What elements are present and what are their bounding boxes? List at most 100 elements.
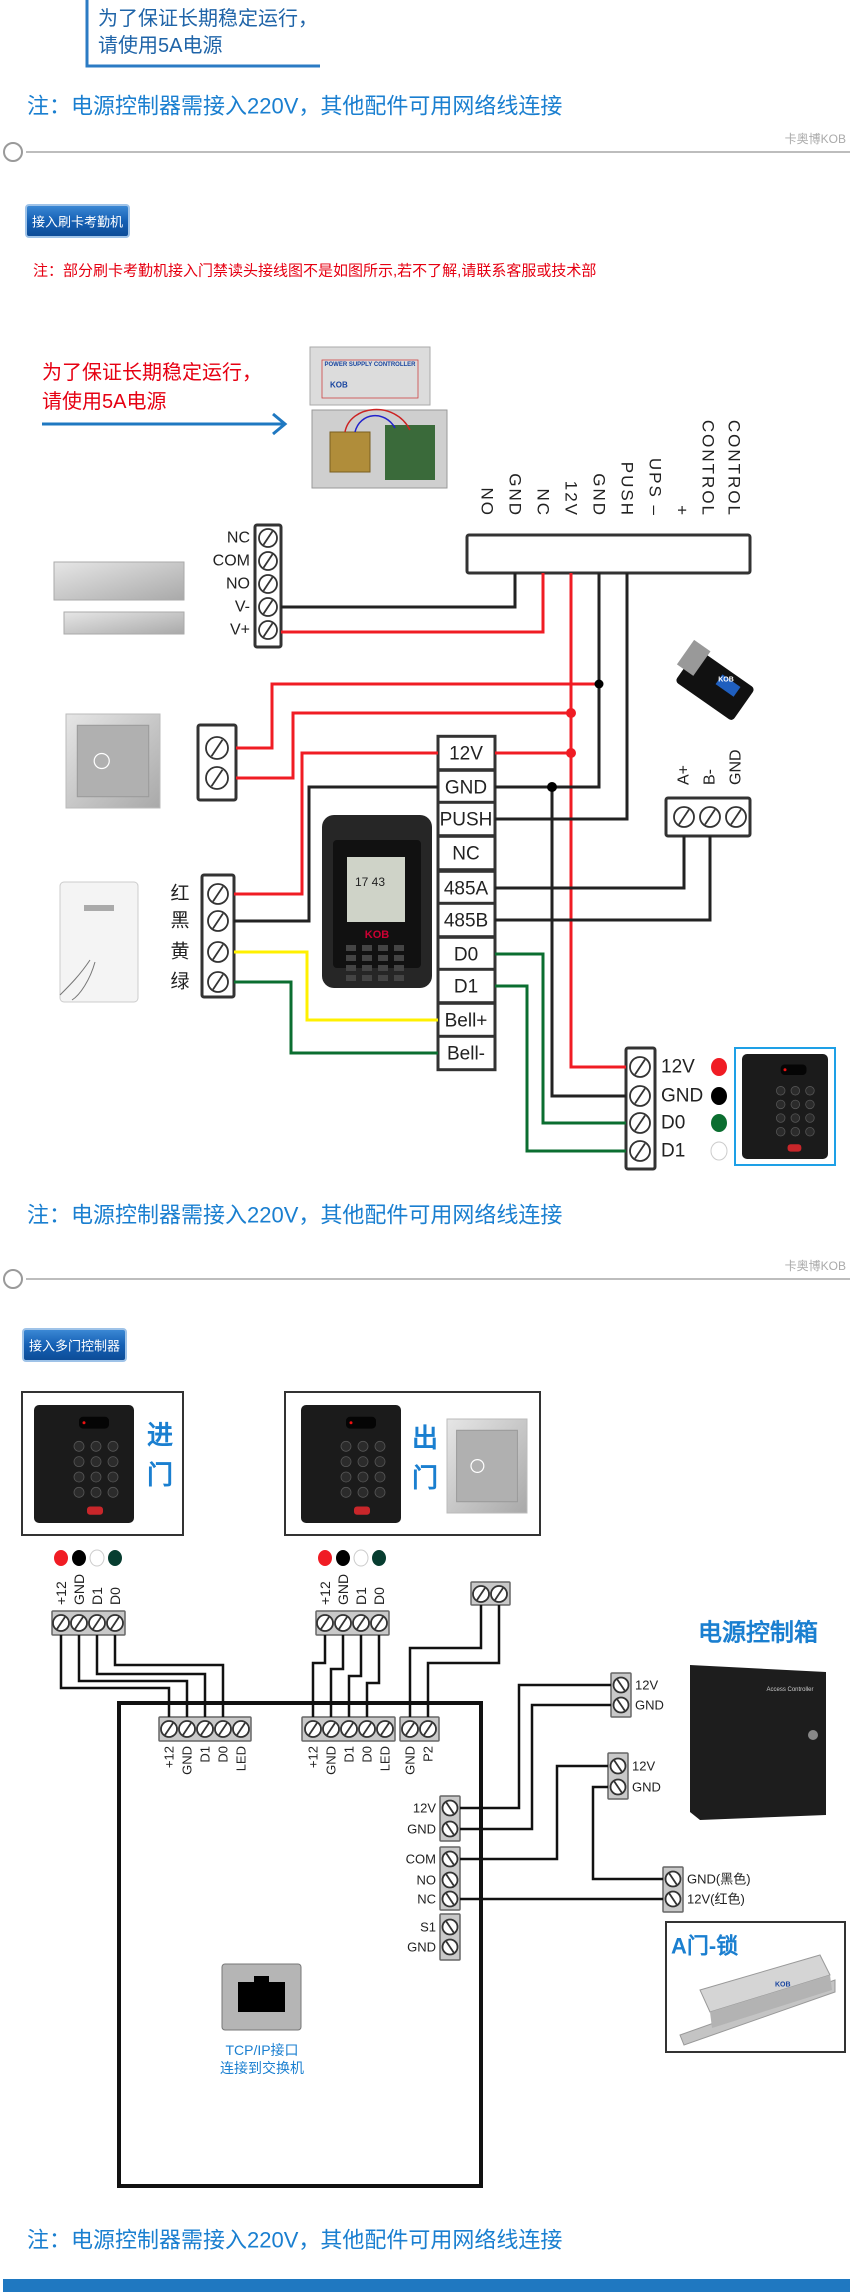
button-label: 接入刷卡考勤机 [32, 215, 123, 230]
reader-terminal [624, 1046, 657, 1171]
wire-color-dot [89, 1549, 105, 1567]
wire [236, 711, 571, 780]
power-control-box-image: Access Controller [690, 1665, 826, 1820]
screw-icon [609, 1757, 627, 1775]
machine-screen-time: 17 43 [355, 875, 385, 889]
terminal-label: NO [226, 576, 250, 593]
screw-icon [401, 1720, 419, 1738]
wire-color-dot [108, 1550, 122, 1566]
wire-color-dot [72, 1550, 86, 1566]
terminal-label: A+ [676, 765, 693, 785]
terminal-label: COM [213, 553, 250, 570]
terminal-label: 12V [413, 1801, 436, 1816]
magnetic-lock-image [53, 561, 185, 635]
divider-circle-icon [3, 142, 23, 162]
wire [591, 1785, 663, 1881]
terminal-label: D0 [661, 1113, 685, 1134]
screw-icon [441, 1938, 459, 1956]
terminal-label: 12V [635, 1678, 658, 1693]
terminal-label: NC [534, 488, 553, 517]
wire [347, 1635, 363, 1717]
screw-icon [358, 1720, 376, 1738]
power-note: 注：电源控制器需接入220V，其他配件可用网络线连接 [27, 2228, 562, 2253]
terminal-label: NC [227, 530, 250, 547]
screw-icon [664, 1870, 682, 1888]
bell-icon [87, 1506, 103, 1515]
arrow-right-icon [42, 412, 288, 436]
entry-label: 进 [147, 1420, 173, 1450]
terminal-label: D1 [353, 1587, 369, 1605]
wire [311, 1635, 327, 1717]
terminal-label: GND [506, 473, 525, 517]
terminal-label: +12 [317, 1581, 333, 1605]
lock-title: A门-锁 [671, 1934, 738, 1959]
wire-color-dot [54, 1550, 68, 1566]
screw-icon [258, 551, 278, 571]
wire [495, 952, 626, 1125]
terminal-label: GND [632, 1780, 661, 1795]
wire-color-dot [710, 1141, 728, 1161]
entry-label: 门 [147, 1460, 173, 1490]
section-button-attendance[interactable]: 接入刷卡考勤机 [25, 204, 130, 238]
terminal-label: D1 [454, 977, 478, 998]
junction-dot [594, 679, 604, 689]
terminal-label: NC [417, 1892, 436, 1907]
terminal-label: +12 [162, 1746, 177, 1768]
wire-color-dot [336, 1550, 350, 1566]
exit-reader-image [301, 1405, 401, 1523]
bell-icon [354, 1506, 370, 1515]
terminal-label: GND [590, 473, 609, 517]
screw-icon [258, 597, 278, 617]
card-reader-image [742, 1054, 828, 1159]
power-box-caption: Access Controller [766, 1687, 813, 1693]
terminal-label: GND [635, 1698, 664, 1713]
wire [234, 751, 438, 896]
wire [460, 1683, 611, 1810]
machine-terminal-cell [436, 1034, 497, 1072]
terminal-strip [465, 533, 752, 575]
screw-icon [88, 1614, 106, 1632]
entry-reader-image [34, 1405, 134, 1523]
screw-icon [490, 1585, 508, 1603]
converter-brand: KOB [718, 677, 734, 684]
terminal-label: D1 [342, 1746, 357, 1763]
machine-terminal-cell [436, 834, 497, 872]
terminal-label: D0 [216, 1746, 231, 1763]
junction-dot [566, 748, 576, 758]
wire-color-dot [318, 1550, 332, 1566]
wire-color-dot [372, 1550, 386, 1566]
terminal-label: UPS – [646, 458, 665, 517]
terminal-label: GND [407, 1822, 436, 1837]
machine-brand: KOB [365, 929, 390, 941]
watermark: 卡奥博KOB [785, 1258, 846, 1273]
screw-icon [629, 1056, 651, 1078]
terminal-label: 12V [632, 1759, 655, 1774]
doorbell-image [59, 881, 139, 1003]
terminal-label: 485A [444, 879, 489, 900]
exit-label: 门 [412, 1463, 438, 1493]
terminal-label: B- [702, 769, 719, 785]
wire [234, 980, 438, 1055]
button-label: 接入多门控制器 [29, 1339, 120, 1354]
electric-bolt-lock-image: KOB [679, 1954, 836, 2046]
terminal-label: GND [324, 1746, 339, 1775]
terminal-label: 485B [444, 911, 488, 932]
wire [113, 1635, 225, 1717]
screw-icon [609, 1778, 627, 1796]
lock-brand: KOB [775, 1982, 791, 1989]
wire [495, 573, 601, 789]
screw-icon [612, 1676, 630, 1694]
wire [234, 950, 438, 1022]
tcp-label: TCP/IP接口 [225, 2042, 298, 2058]
terminal-label: + [673, 505, 692, 517]
section-button-multidoor[interactable]: 接入多门控制器 [22, 1328, 127, 1362]
screw-icon [316, 1614, 334, 1632]
exit-label: 出 [412, 1423, 438, 1453]
screw-icon [196, 1720, 214, 1738]
screw-icon [207, 941, 229, 963]
junction-dot [566, 708, 576, 718]
screw-icon [629, 1085, 651, 1107]
wire [281, 573, 517, 609]
terminal-label: S1 [420, 1920, 436, 1935]
terminal-label: GND [71, 1574, 87, 1605]
